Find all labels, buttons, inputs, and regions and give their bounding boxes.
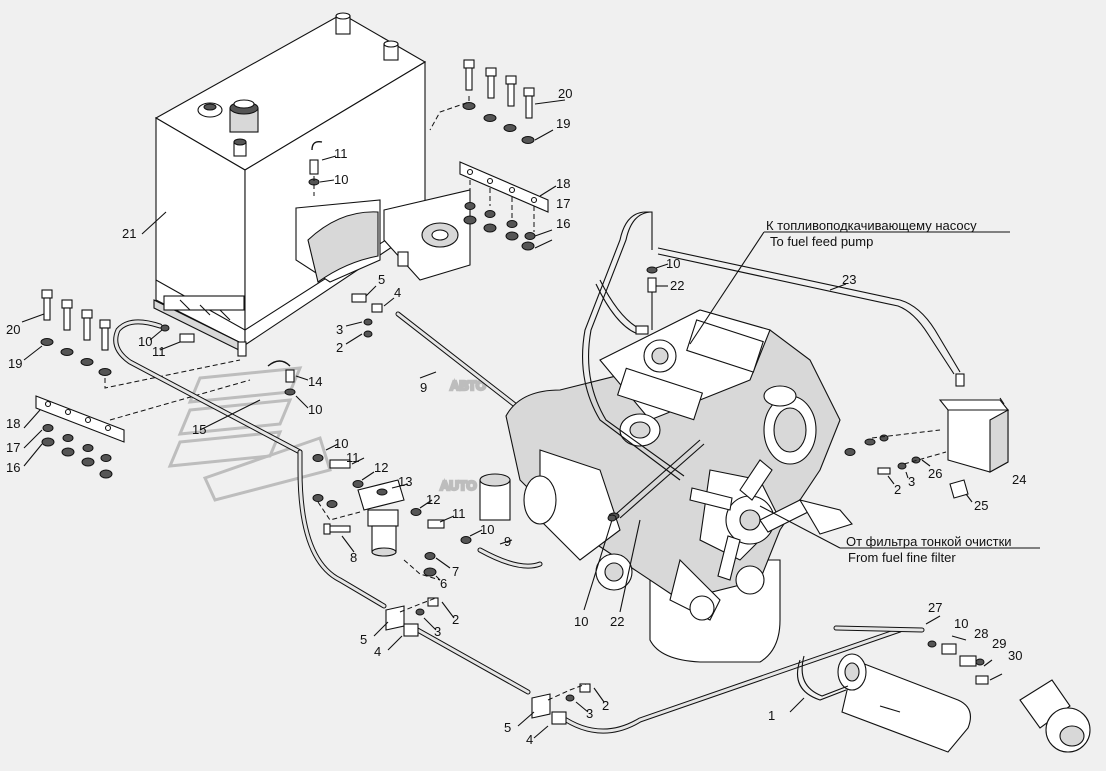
callout: 11 <box>346 450 360 465</box>
callout: 28 <box>974 626 988 641</box>
callout: 4 <box>526 732 533 747</box>
fuel-filter <box>312 443 543 581</box>
label-to-pump-en: To fuel feed pump <box>770 234 873 249</box>
callout: 19 <box>556 116 570 131</box>
callout: 27 <box>928 600 942 615</box>
clamp-set-mid <box>373 597 455 651</box>
callout: 5 <box>378 272 385 287</box>
callout: 29 <box>992 636 1006 651</box>
watermark-line2: AUTO <box>440 478 477 493</box>
bolts-set-top <box>429 59 566 144</box>
heater-assembly <box>789 615 1091 753</box>
callout: 6 <box>440 576 447 591</box>
label-from-filter-en: From fuel fine filter <box>848 550 956 565</box>
callout: 20 <box>558 86 572 101</box>
callout: 10 <box>666 256 680 271</box>
callout: 16 <box>556 216 570 231</box>
watermark-line1: АВТО <box>450 378 486 393</box>
callout: 12 <box>374 460 388 475</box>
callout: 20 <box>6 322 20 337</box>
fuel-line-23 <box>582 211 965 481</box>
fine-filter <box>844 397 1010 503</box>
callout: 19 <box>8 356 22 371</box>
clamp-set-bottom <box>517 683 605 739</box>
callout: 7 <box>452 564 459 579</box>
tank-outlet-fittings <box>267 360 309 409</box>
plate-18-top <box>459 161 557 251</box>
fitting-22-top <box>646 263 669 330</box>
callout: 14 <box>308 374 322 389</box>
callout: 2 <box>336 340 343 355</box>
callout: 10 <box>138 334 152 349</box>
callout: 30 <box>1008 648 1022 663</box>
callout: 11 <box>452 506 466 521</box>
label-from-filter-ru: От фильтра тонкой очистки <box>846 534 1012 549</box>
callout: 2 <box>894 482 901 497</box>
callout: 18 <box>556 176 570 191</box>
callout: 10 <box>574 614 588 629</box>
callout: 13 <box>398 474 412 489</box>
annotations: К топливоподкачивающему насосу To fuel f… <box>689 218 1040 565</box>
engine <box>479 309 853 663</box>
callout: 3 <box>586 706 593 721</box>
fuel-tank <box>153 12 471 357</box>
callout: 11 <box>334 146 348 161</box>
callout: 9 <box>504 534 511 549</box>
callout: 22 <box>670 278 684 293</box>
callout: 10 <box>308 402 322 417</box>
callout: 3 <box>336 322 343 337</box>
callout: 5 <box>360 632 367 647</box>
callout: 16 <box>6 460 20 475</box>
callout: 17 <box>556 196 570 211</box>
callout-numbers: 21 20 19 18 17 16 11 10 5 4 3 2 20 19 10… <box>6 86 1026 747</box>
fitting-10-engine <box>607 514 617 522</box>
callout: 5 <box>504 720 511 735</box>
callout: 12 <box>426 492 440 507</box>
callout: 21 <box>122 226 136 241</box>
callout: 1 <box>768 708 775 723</box>
callout: 22 <box>610 614 624 629</box>
tank-fitting-top <box>308 140 337 196</box>
callout: 10 <box>954 616 968 631</box>
callout: 2 <box>452 612 459 627</box>
lower-fuel-line <box>297 449 903 734</box>
callout: 8 <box>350 550 357 565</box>
callout: 25 <box>974 498 988 513</box>
callout: 26 <box>928 466 942 481</box>
callout: 3 <box>908 474 915 489</box>
callout: 17 <box>6 440 20 455</box>
callout: 23 <box>842 272 856 287</box>
callout: 10 <box>334 436 348 451</box>
callout: 9 <box>420 380 427 395</box>
callout: 11 <box>152 344 166 359</box>
callout: 18 <box>6 416 20 431</box>
callout: 10 <box>334 172 348 187</box>
callout: 10 <box>480 522 494 537</box>
label-to-pump-ru: К топливоподкачивающему насосу <box>766 218 977 233</box>
callout: 3 <box>434 624 441 639</box>
callout: 4 <box>374 644 381 659</box>
callout: 4 <box>394 285 401 300</box>
watermark: АВТО AUTO <box>167 366 487 502</box>
bolts-set-left <box>21 289 251 479</box>
callout: 15 <box>192 422 206 437</box>
callout: 24 <box>1012 472 1026 487</box>
callout: 2 <box>602 698 609 713</box>
fuel-line-15 <box>113 319 303 455</box>
